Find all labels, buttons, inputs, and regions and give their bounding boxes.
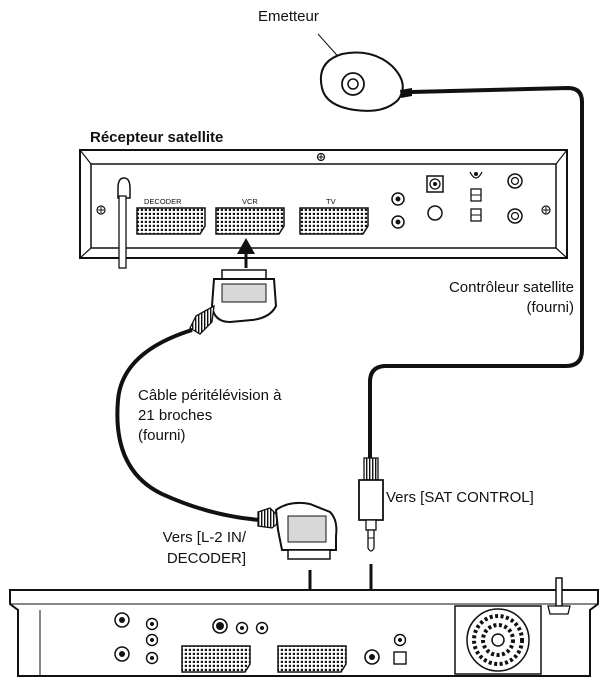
emitter-lens [347, 78, 359, 90]
label-scart-cable: Câble péritélévision à [138, 387, 282, 404]
label-to-sat-control: Vers [SAT CONTROL] [386, 489, 534, 506]
scart-plug-tip [221, 269, 267, 280]
arrow-to-receiver [237, 238, 255, 268]
emitter-device [317, 33, 412, 112]
label-sat-controller: Contrôleur satellite [448, 279, 574, 296]
scart-wire [115, 328, 261, 522]
screw-icon [316, 152, 326, 162]
scart-strain-relief-upper [189, 304, 215, 335]
s-video-jack-icon [212, 618, 228, 634]
antenna-post-icon [555, 577, 563, 607]
label-to-decoder-2: DECODER] [166, 550, 246, 567]
emitter-strain-relief [400, 88, 412, 98]
rca-jack-icon [145, 651, 159, 665]
mini-jack-plug [358, 457, 384, 552]
recorder-back-panel [9, 577, 599, 677]
optical-port-icon [393, 651, 407, 665]
fan-vent-icon [454, 605, 542, 675]
receiver-tv-scart-port[interactable] [299, 207, 369, 235]
receiver-decoder-scart-port[interactable] [136, 207, 206, 235]
port-label-vcr: VCR [242, 197, 258, 206]
receiver-vcr-scart-port[interactable] [215, 207, 285, 235]
sat-control-jack[interactable] [364, 649, 380, 665]
label-scart-supplied: (fourni) [138, 427, 186, 444]
power-cord-plug-icon [117, 177, 131, 199]
rca-jack-icon [145, 617, 159, 631]
scart-cable [115, 269, 338, 560]
label-scart-pins: 21 broches [138, 407, 213, 424]
receiver-back-panel [90, 163, 557, 249]
sat-controller-cable [368, 85, 584, 458]
label-emitter: Emetteur [258, 8, 319, 25]
antenna-symbol-icon [469, 171, 483, 179]
port-label-decoder: DECODER [144, 197, 182, 206]
screw-icon [96, 205, 106, 215]
satellite-receiver: DECODER VCR TV [79, 149, 568, 269]
rca-jack-icon [391, 192, 405, 206]
rca-jack-icon [114, 646, 130, 662]
recorder-scart-port-decoder[interactable] [277, 645, 347, 673]
label-to-decoder: Vers [L-2 IN/ [162, 529, 246, 546]
rca-jack-icon [114, 612, 130, 628]
scart-plug-lower-tip [287, 549, 331, 560]
rca-jack-icon [255, 621, 269, 635]
rca-jack-icon [393, 633, 407, 647]
port-label-tv: TV [326, 197, 336, 206]
screw-icon [541, 205, 551, 215]
rca-jack-icon [145, 633, 159, 647]
rca-jack-icon [391, 215, 405, 229]
antenna-connector-icon [507, 208, 523, 224]
label-sat-controller-supplied: (fourni) [526, 299, 574, 316]
round-port-icon [427, 205, 443, 221]
power-cord [118, 195, 127, 269]
rca-jack-icon [235, 621, 249, 635]
label-satellite-receiver: Récepteur satellite [90, 129, 224, 146]
recorder-scart-port-1[interactable] [181, 645, 251, 673]
antenna-connector-icon [507, 173, 523, 189]
